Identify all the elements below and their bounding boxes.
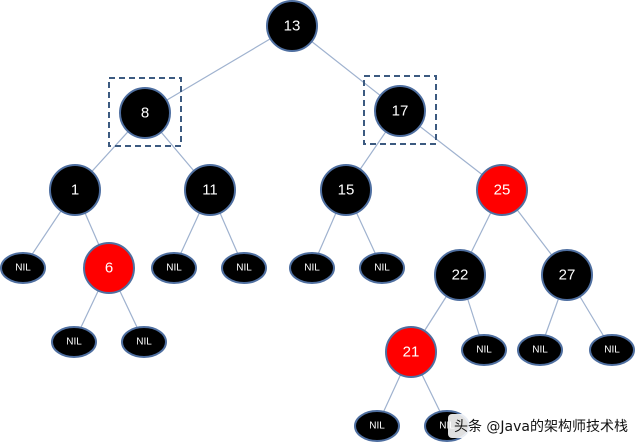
node-label: NIL — [532, 345, 548, 356]
node-circle — [434, 249, 486, 301]
nil-node-shape — [517, 334, 563, 366]
node-label: 25 — [494, 182, 511, 199]
tree-node-27: 27 — [541, 249, 593, 301]
node-circle — [119, 87, 171, 139]
node-label: NIL — [374, 263, 390, 274]
nil-leaf-node: NIL — [289, 252, 335, 284]
tree-node-8: 8 — [119, 87, 171, 139]
node-label: 21 — [403, 344, 420, 361]
nil-leaf-node: NIL — [517, 334, 563, 366]
nil-node-shape — [359, 252, 405, 284]
node-circle — [49, 164, 101, 216]
nil-leaf-node: NIL — [121, 326, 167, 358]
node-label: 8 — [141, 105, 149, 122]
node-label: 13 — [284, 18, 301, 35]
nil-node-shape — [151, 252, 197, 284]
tree-edge — [144, 25, 293, 114]
nil-leaf-node: NIL — [221, 252, 267, 284]
highlight-boxes-layer — [108, 75, 437, 147]
nil-node-shape — [289, 252, 335, 284]
node-label: NIL — [604, 345, 620, 356]
tree-node-6: 6 — [83, 242, 135, 294]
nil-node-shape — [0, 252, 46, 284]
node-label: 17 — [392, 103, 409, 120]
edges-layer — [22, 25, 613, 427]
nil-node-shape — [354, 410, 400, 442]
node-circle — [266, 0, 318, 52]
node-label: NIL — [236, 263, 252, 274]
nil-leaf-node: NIL — [0, 252, 46, 284]
node-circle — [476, 164, 528, 216]
node-label: NIL — [369, 421, 385, 432]
node-circle — [184, 164, 236, 216]
tree-node-11: 11 — [184, 164, 236, 216]
node-label: NIL — [15, 263, 31, 274]
node-circle — [83, 242, 135, 294]
tree-node-17: 17 — [374, 85, 426, 137]
node-label: 11 — [202, 182, 218, 199]
nil-node-shape — [589, 334, 635, 366]
node-label: 27 — [559, 267, 576, 284]
nil-leaf-node: NIL — [589, 334, 635, 366]
node-circle — [320, 164, 372, 216]
node-label: 15 — [338, 182, 355, 199]
nil-leaf-node: NIL — [151, 252, 197, 284]
nil-node-shape — [221, 252, 267, 284]
nil-node-shape — [121, 326, 167, 358]
tree-node-22: 22 — [434, 249, 486, 301]
node-circle — [541, 249, 593, 301]
tree-node-25: 25 — [476, 164, 528, 216]
nil-node-shape — [51, 326, 97, 358]
node-label: NIL — [136, 337, 152, 348]
highlight-box — [108, 77, 182, 147]
nil-leaf-node: NIL — [359, 252, 405, 284]
node-label: NIL — [476, 345, 492, 356]
node-label: 22 — [452, 267, 469, 284]
highlight-box — [363, 75, 437, 145]
node-circle — [385, 326, 437, 378]
nil-leaf-node: NIL — [51, 326, 97, 358]
nil-leaf-node: NIL — [461, 334, 507, 366]
tree-node-15: 15 — [320, 164, 372, 216]
node-label: NIL — [439, 421, 455, 432]
tree-node-1: 1 — [49, 164, 101, 216]
tree-node-21: 21 — [385, 326, 437, 378]
watermark: 头条 @Java的架构师技术栈 — [447, 414, 634, 438]
node-label: 1 — [71, 182, 79, 199]
node-label: NIL — [166, 263, 182, 274]
tree-node-13: 13 — [266, 0, 318, 52]
nil-node-shape — [461, 334, 507, 366]
node-label: 6 — [105, 260, 113, 277]
nil-leaf-node: NIL — [354, 410, 400, 442]
node-label: NIL — [304, 263, 320, 274]
node-label: NIL — [66, 337, 82, 348]
node-circle — [374, 85, 426, 137]
